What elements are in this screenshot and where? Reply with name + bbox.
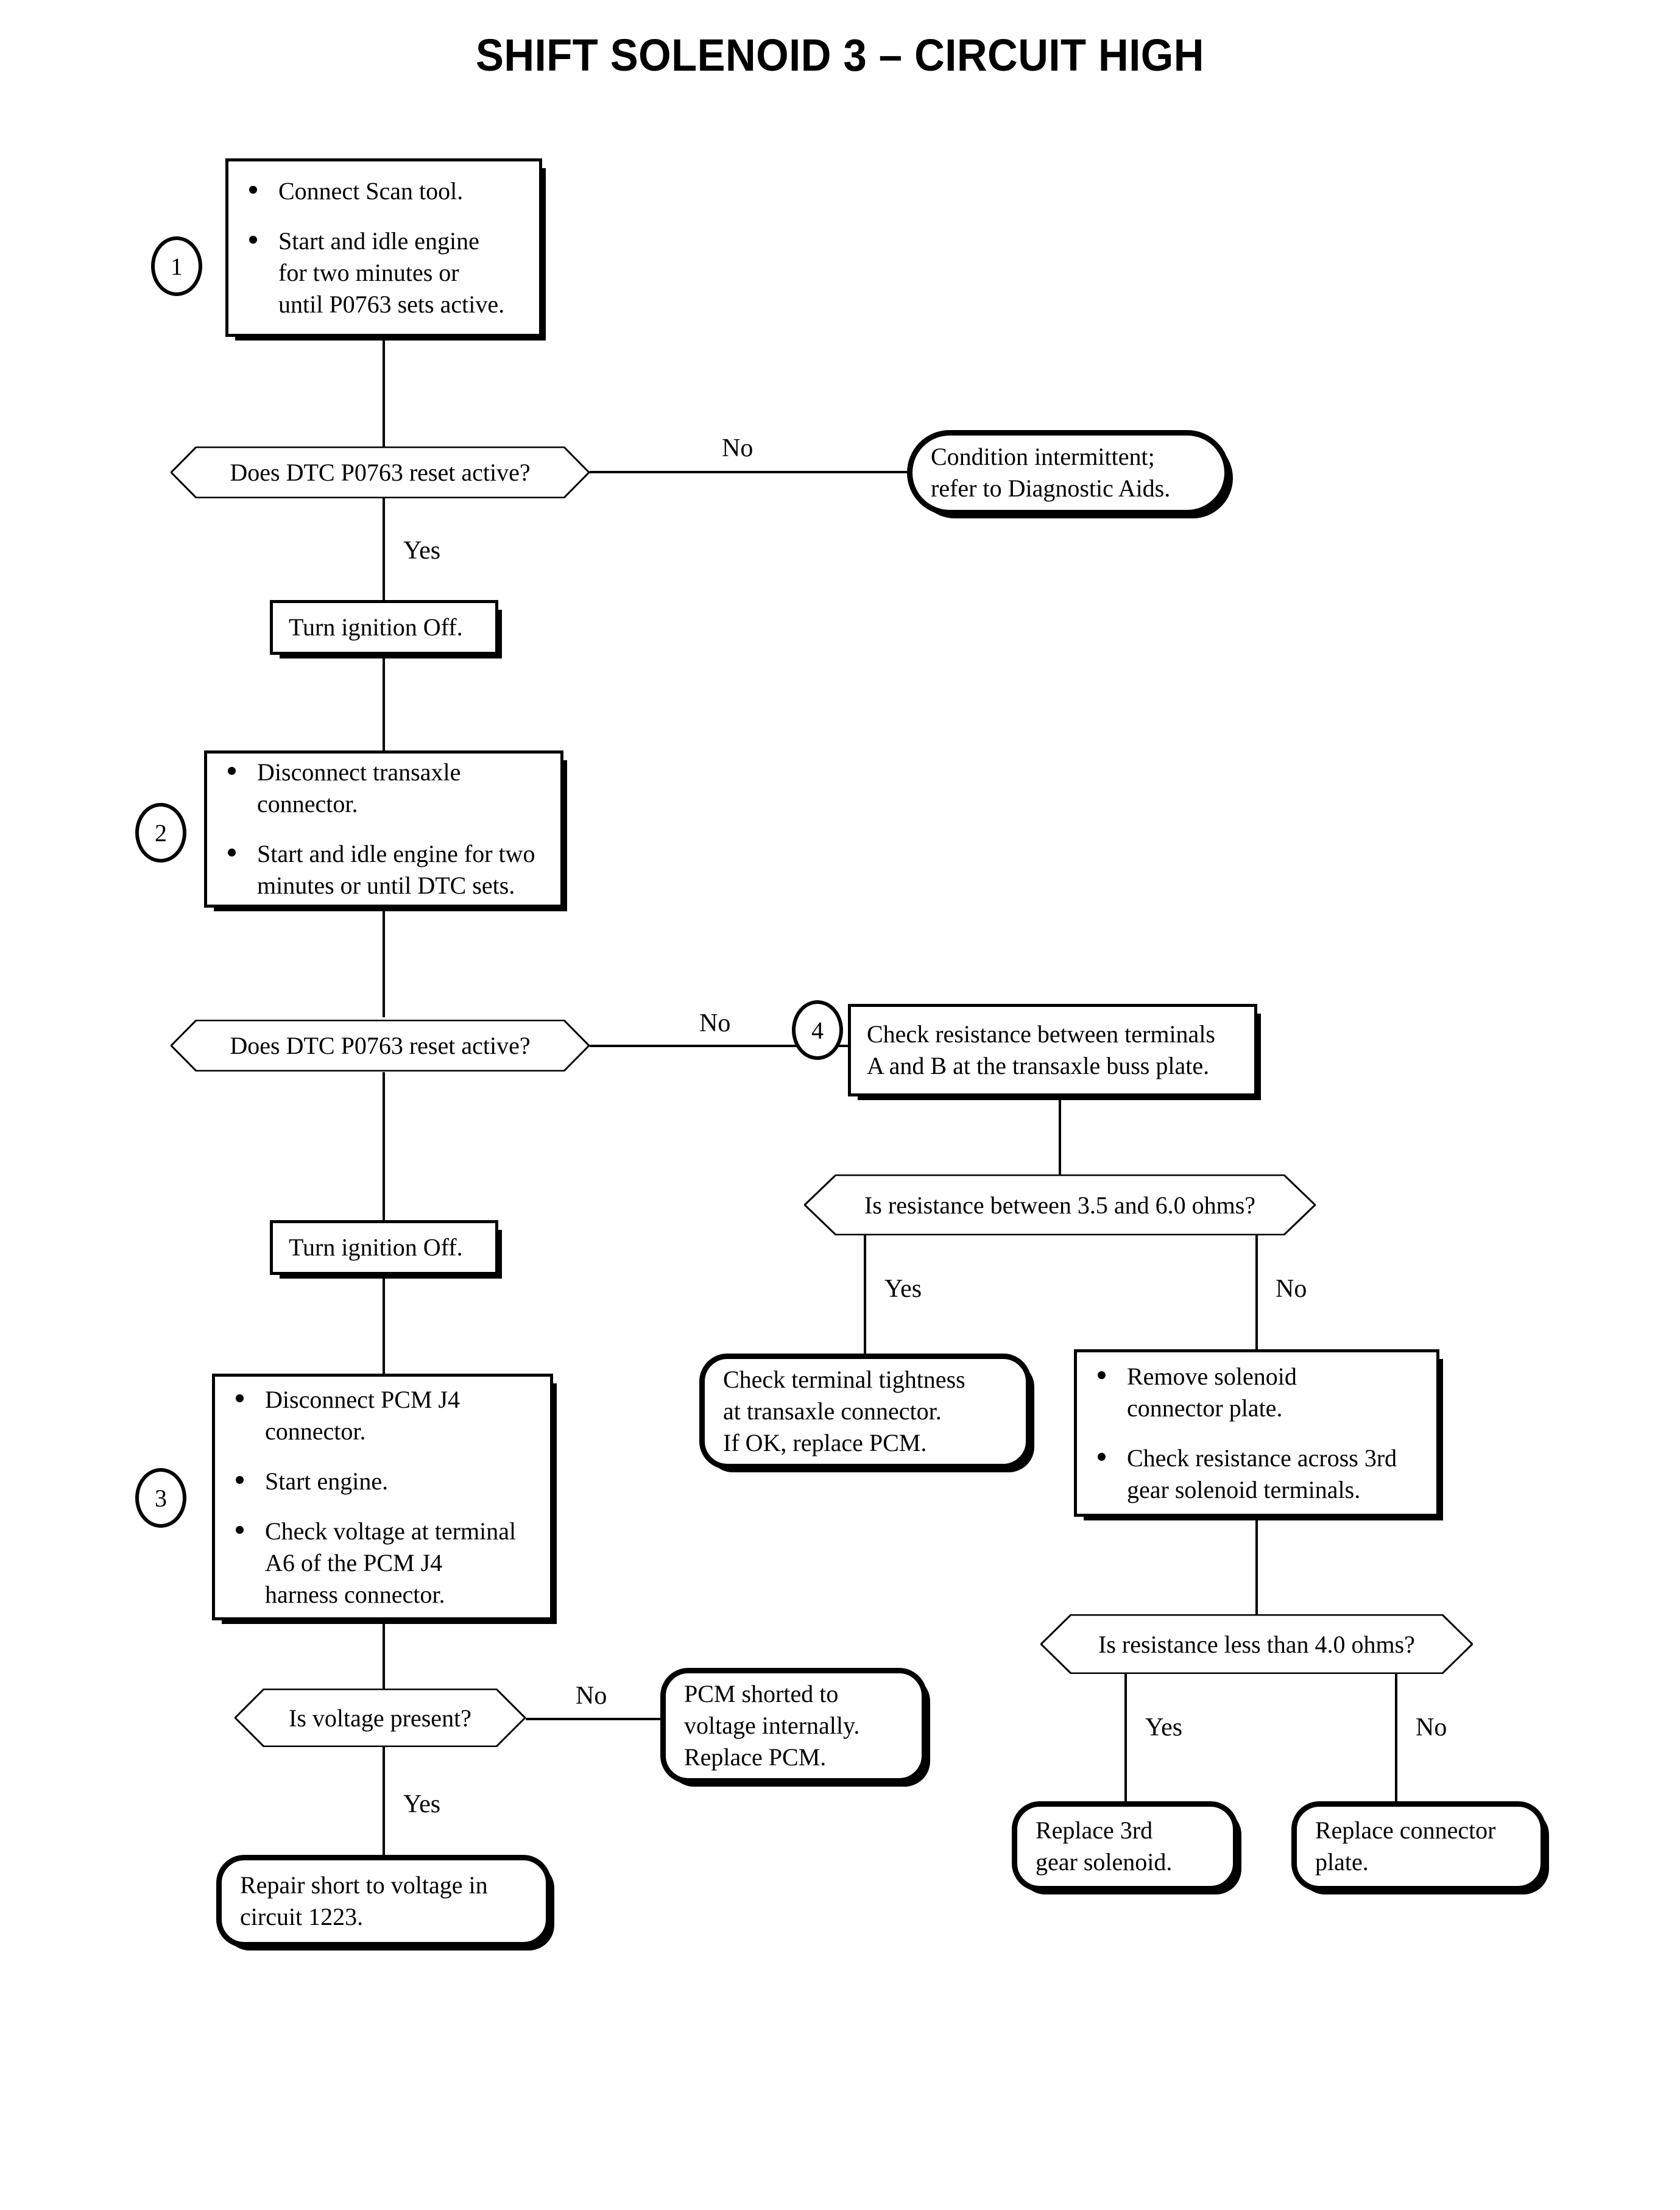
hexagon-shape — [171, 447, 590, 498]
node-decision-voltage-present: Is voltage present? — [235, 1689, 526, 1747]
hexagon-shape — [804, 1174, 1316, 1235]
process-label: Turn ignition Off. — [289, 613, 463, 641]
decision-label: Does DTC P0763 reset active? — [230, 459, 531, 486]
node-remove-solenoid-plate: Remove solenoid connector plate. Check r… — [1074, 1349, 1439, 1517]
step-badge-4: 4 — [792, 1000, 843, 1060]
terminal-label: Condition intermittent; refer to Diagnos… — [931, 443, 1171, 502]
list-item: Disconnect transaxle connector. — [223, 757, 545, 820]
branch-label-no-2: No — [699, 1009, 731, 1037]
step-badge-4-label: 4 — [811, 1016, 824, 1044]
process-label: Turn ignition Off. — [289, 1234, 463, 1261]
node-replace-3rd-gear-solenoid: Replace 3rd gear solenoid. — [1012, 1801, 1238, 1891]
branch-label-no-1: No — [722, 434, 754, 462]
node-condition-intermittent: Condition intermittent; refer to Diagnos… — [907, 430, 1230, 515]
node-turn-ignition-off-1: Turn ignition Off. — [270, 600, 498, 655]
remove-plate-bullet-list: Remove solenoid connector plate. Check r… — [1093, 1361, 1421, 1506]
node-check-resistance-terminals: Check resistance between terminals A and… — [848, 1004, 1257, 1096]
branch-label-yes-4: Yes — [1145, 1714, 1183, 1742]
node-turn-ignition-off-2: Turn ignition Off. — [270, 1220, 498, 1275]
node-replace-connector-plate: Replace connector plate. — [1291, 1801, 1546, 1891]
list-item: Connect Scan tool. — [244, 175, 523, 207]
step-badge-3: 3 — [135, 1468, 186, 1528]
list-item: Remove solenoid connector plate. — [1093, 1361, 1421, 1424]
node-decision-dtc-reset-1: Does DTC P0763 reset active? — [171, 447, 590, 498]
list-item: Start and idle engine for two minutes or… — [244, 225, 523, 320]
branch-label-yes-1: Yes — [403, 537, 441, 565]
hexagon-shape — [1040, 1614, 1473, 1674]
hexagon-shape — [235, 1689, 526, 1747]
decision-label: Does DTC P0763 reset active? — [230, 1032, 531, 1059]
list-item: Check resistance across 3rd gear solenoi… — [1093, 1442, 1421, 1506]
step2-bullet-list: Disconnect transaxle connector. Start an… — [223, 757, 545, 902]
node-decision-dtc-reset-2: Does DTC P0763 reset active? — [171, 1020, 590, 1071]
step-badge-3-label: 3 — [155, 1484, 167, 1512]
node-decision-resistance-range: Is resistance between 3.5 and 6.0 ohms? — [804, 1174, 1316, 1235]
step-badge-2-label: 2 — [155, 819, 167, 847]
hexagon-shape — [171, 1020, 590, 1071]
branch-label-no-5: No — [576, 1682, 607, 1710]
node-step2: Disconnect transaxle connector. Start an… — [204, 750, 563, 908]
node-repair-short-circuit-1223: Repair short to voltage in circuit 1223. — [216, 1855, 551, 1947]
page-title: SHIFT SOLENOID 3 – CIRCUIT HIGH — [476, 30, 1204, 80]
step3-bullet-list: Disconnect PCM J4 connector. Start engin… — [231, 1384, 534, 1611]
terminal-label: Replace connector plate. — [1315, 1816, 1496, 1876]
node-step3: Disconnect PCM J4 connector. Start engin… — [212, 1374, 553, 1620]
branch-label-yes-5: Yes — [403, 1790, 441, 1818]
terminal-label: Replace 3rd gear solenoid. — [1036, 1816, 1173, 1876]
terminal-label: Check terminal tightness at transaxle co… — [723, 1366, 965, 1456]
list-item: Disconnect PCM J4 connector. — [231, 1384, 534, 1447]
terminal-label: PCM shorted to voltage internally. Repla… — [684, 1680, 860, 1771]
decision-label: Is resistance between 3.5 and 6.0 ohms? — [864, 1191, 1256, 1219]
node-check-terminal-tightness: Check terminal tightness at transaxle co… — [699, 1354, 1031, 1469]
step-badge-2: 2 — [135, 803, 186, 863]
node-step1: Connect Scan tool. Start and idle engine… — [225, 158, 542, 337]
decision-label: Is resistance less than 4.0 ohms? — [1098, 1630, 1415, 1658]
branch-label-no-4: No — [1416, 1714, 1447, 1742]
branch-label-no-3: No — [1276, 1275, 1307, 1303]
list-item: Start engine. — [231, 1466, 534, 1497]
decision-label: Is voltage present? — [289, 1704, 471, 1732]
step1-bullet-list: Connect Scan tool. Start and idle engine… — [244, 175, 523, 320]
process-label: Check resistance between terminals A and… — [867, 1020, 1215, 1079]
step-badge-1: 1 — [151, 236, 202, 296]
branch-label-yes-3: Yes — [884, 1275, 922, 1303]
list-item: Start and idle engine for two minutes or… — [223, 838, 545, 902]
node-pcm-shorted-to-voltage: PCM shorted to voltage internally. Repla… — [660, 1668, 927, 1784]
list-item: Check voltage at terminal A6 of the PCM … — [231, 1516, 534, 1611]
node-decision-resistance-less-4ohms: Is resistance less than 4.0 ohms? — [1040, 1614, 1473, 1674]
terminal-label: Repair short to voltage in circuit 1223. — [240, 1871, 488, 1930]
step-badge-1-label: 1 — [171, 252, 183, 280]
